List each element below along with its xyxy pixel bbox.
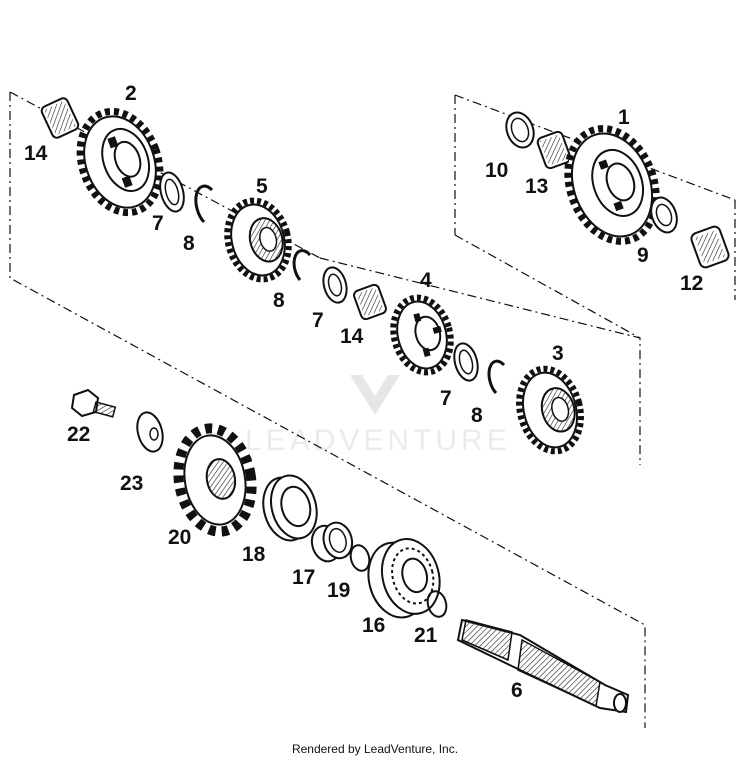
callout-3: 3 (552, 342, 564, 365)
callout-17: 17 (292, 566, 315, 589)
callout-6: 6 (511, 679, 523, 702)
callout-7b: 7 (312, 309, 324, 332)
needle-bearing-12 (690, 225, 730, 269)
seal-18 (262, 474, 318, 542)
watermark-text: LEADVENTURE (245, 424, 511, 457)
needle-bearing-14 (40, 97, 80, 139)
callout-8c: 8 (471, 404, 483, 427)
callout-20: 20 (168, 526, 191, 549)
sprocket-20 (173, 423, 257, 537)
thrust-washer-7a (159, 171, 185, 213)
circlip-8b (292, 249, 312, 281)
o-ring-21 (426, 590, 448, 618)
callout-8a: 8 (183, 232, 195, 255)
needle-bearing-13 (536, 130, 572, 170)
gear-4 (390, 294, 454, 376)
bolt-22 (70, 388, 117, 418)
circlip-8c (487, 359, 506, 395)
gear-2 (76, 107, 164, 217)
callout-12: 12 (680, 272, 703, 295)
thrust-washer-7c (453, 342, 479, 382)
washer-10 (505, 111, 535, 149)
gear-1 (564, 125, 660, 245)
ball-bearing-16 (367, 538, 441, 619)
callout-19: 19 (327, 579, 350, 602)
needle-bearing-14b (353, 283, 387, 321)
washer-9 (650, 196, 678, 234)
callout-7c: 7 (440, 387, 452, 410)
callout-8b: 8 (273, 289, 285, 312)
callout-16: 16 (362, 614, 385, 637)
thrust-washer-7b (322, 266, 348, 304)
callout-5: 5 (256, 175, 268, 198)
callout-4: 4 (420, 269, 432, 292)
watermark-logo: LEADVENTURE (245, 375, 511, 457)
callout-14b: 14 (340, 325, 364, 348)
callout-18: 18 (242, 543, 266, 566)
callout-labels: 1 2 3 4 5 6 7 8 9 10 12 13 14 14 8 7 7 8… (24, 82, 703, 702)
callout-10: 10 (485, 159, 508, 182)
callout-21: 21 (414, 624, 438, 647)
o-ring-19 (349, 544, 371, 572)
callout-14a: 14 (24, 142, 48, 165)
spacer-17 (310, 521, 354, 563)
callout-22: 22 (67, 423, 90, 446)
gear-3 (516, 365, 584, 455)
circlip-8a (194, 184, 214, 224)
render-credit: Rendered by LeadVenture, Inc. (291, 742, 459, 756)
callout-2: 2 (125, 82, 137, 105)
washer-23 (136, 411, 164, 453)
callout-7a: 7 (152, 212, 164, 235)
gear-5 (224, 197, 292, 283)
callout-23: 23 (120, 472, 143, 495)
main-shaft-6 (456, 618, 630, 714)
callout-1: 1 (618, 106, 630, 129)
callout-13: 13 (525, 175, 548, 198)
callout-9: 9 (637, 244, 649, 267)
